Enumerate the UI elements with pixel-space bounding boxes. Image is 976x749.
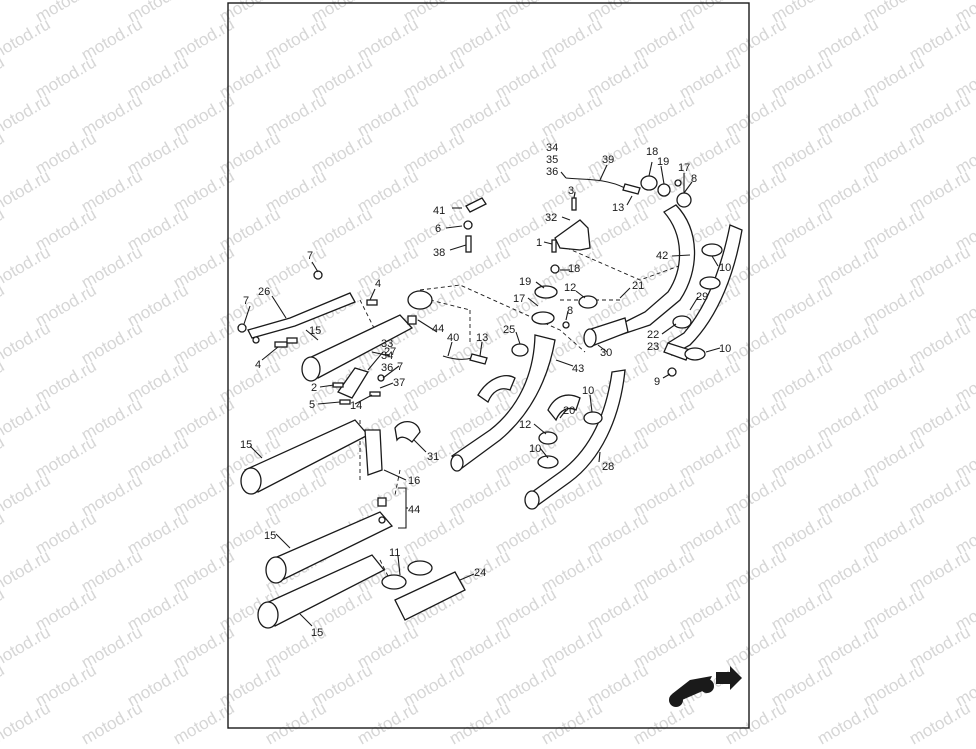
part-32-bracket	[554, 219, 591, 251]
callout-label: 18	[568, 263, 580, 275]
callout-label: 8	[691, 173, 697, 185]
callout-label: 19	[519, 276, 531, 288]
elbow-pipe-left	[477, 375, 516, 404]
callout-label: 39	[602, 154, 614, 166]
callout-label: 4	[255, 359, 261, 371]
callout-label: 41	[433, 205, 445, 217]
leader-lines	[243, 161, 721, 627]
callout-label: 5	[309, 399, 315, 411]
callout-label: 30	[600, 347, 612, 359]
callout-label: 21	[632, 280, 644, 292]
part-15-muffler-low	[265, 511, 394, 584]
callout-label: 10	[719, 343, 731, 355]
part-30-end	[583, 328, 597, 348]
callout-label: 34	[381, 350, 393, 362]
part-43-outlet	[450, 454, 464, 472]
part-16-bracket	[364, 429, 383, 476]
part-24-heat-shield	[394, 571, 466, 621]
callout-label: 22	[647, 329, 659, 341]
callout-label: 15	[240, 439, 252, 451]
callout-label: 6	[435, 223, 441, 235]
callout-label: 15	[264, 530, 276, 542]
callout-label: 24	[474, 567, 486, 579]
callout-label: 13	[612, 202, 624, 214]
callout-label: 15	[311, 627, 323, 639]
elbow-pipe-right	[547, 394, 581, 422]
part-26-bracket	[247, 292, 356, 339]
bracket-44-lower	[398, 487, 407, 529]
callout-label: 35	[546, 154, 558, 166]
callout-label: 20	[563, 405, 575, 417]
callout-label: 11	[389, 547, 400, 559]
callout-label: 34	[546, 142, 558, 154]
callout-labels: 34 35 36 39 3 18 19 17 8 13 41 6 38 32 1…	[240, 142, 731, 639]
callout-label: 12	[519, 419, 531, 431]
callout-label: 19	[657, 156, 669, 168]
part-15-muffler-mid	[240, 419, 370, 495]
callout-label: 13	[476, 332, 488, 344]
part-15-muffler-top	[301, 314, 414, 382]
callout-label: 2	[311, 382, 317, 394]
callout-label: 7	[243, 295, 249, 307]
callout-label: 14	[350, 400, 362, 412]
callout-label: 15	[309, 325, 321, 337]
part-31-clamp	[394, 421, 421, 443]
clamps	[381, 175, 723, 590]
callout-label: 10	[719, 262, 731, 274]
motorcycle-direction-icon	[669, 666, 742, 707]
callout-label: 40	[447, 332, 459, 344]
callout-label: 31	[427, 451, 439, 463]
part-15-muffler-bottom	[257, 554, 386, 629]
callout-label: 38	[433, 247, 445, 259]
callout-label: 10	[582, 385, 594, 397]
callout-label: 36	[381, 362, 393, 374]
callout-label: 4	[375, 278, 381, 290]
callout-label: 44	[432, 323, 444, 335]
callout-label: 44	[408, 504, 420, 516]
callout-label: 29	[696, 291, 708, 303]
callout-label: 17	[678, 162, 690, 174]
callout-label: 7	[307, 250, 313, 262]
callout-label: 26	[258, 286, 270, 298]
callout-label: 42	[656, 250, 668, 262]
callout-label: 8	[567, 305, 573, 317]
callout-label: 23	[647, 341, 659, 353]
callout-label: 36	[546, 166, 558, 178]
exhaust-parts-diagram: .p { fill: #ffffff; stroke: #1a1a1a; str…	[227, 2, 750, 729]
callout-label: 12	[564, 282, 576, 294]
callout-label: 3	[568, 185, 574, 197]
callout-label: 7	[397, 361, 403, 373]
callout-label: 25	[503, 324, 515, 336]
callout-label: 18	[646, 146, 658, 158]
diagram-frame	[227, 2, 750, 729]
callout-label: 32	[545, 212, 557, 224]
oxygen-sensors	[442, 177, 641, 365]
part-28-outlet	[524, 490, 540, 510]
callout-label: 43	[572, 363, 584, 375]
callout-label: 10	[529, 443, 541, 455]
fasteners	[237, 179, 682, 524]
callout-label: 28	[602, 461, 614, 473]
callout-label: 1	[536, 237, 542, 249]
part-23-pipe-end	[663, 342, 691, 361]
callout-label: 16	[408, 475, 420, 487]
callout-label: 37	[393, 377, 405, 389]
callout-label: 33	[381, 338, 393, 350]
callout-label: 17	[513, 293, 525, 305]
callout-label: 27	[384, 346, 396, 358]
part-27-bracket	[337, 367, 369, 399]
callout-label: 9	[654, 376, 660, 388]
